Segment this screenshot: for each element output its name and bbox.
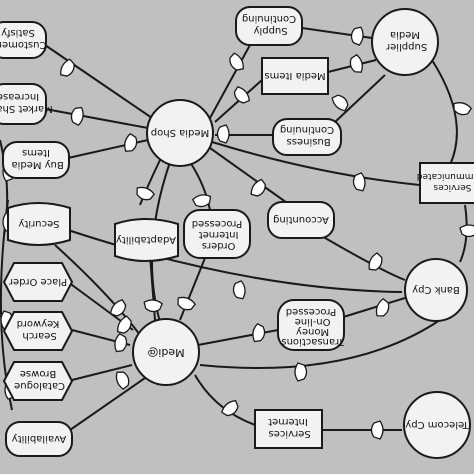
actor-media-shop-label: Media Shop (151, 127, 209, 138)
dep-marker (230, 84, 253, 107)
goal-money-transactions: Transactions Money On-line Processed (277, 299, 345, 351)
link-security-medi (54, 244, 141, 336)
link-mediashop-services (211, 141, 421, 186)
actor-bank-cpy: Bank Cpy (404, 258, 468, 322)
goal-adaptability-label: Adaptability (116, 234, 176, 245)
svg-text:Buy Media Items: Buy Media Items (8, 147, 64, 170)
goal-accounting-label: Accounting (273, 214, 329, 225)
actor-supplier-media: Supplier Media (371, 8, 439, 76)
task-browse-catalogue: Catalogue Browse (2, 361, 74, 401)
svg-text:Supply Continuing: Supply Continuing (242, 13, 296, 36)
svg-text:Orders Internet Pr: Orders Internet Processed (192, 218, 242, 251)
dep-marker (133, 184, 156, 203)
dep-marker (69, 105, 86, 127)
link-medi-money (197, 329, 279, 346)
actor-bank-cpy-label: Bank Cpy (412, 284, 460, 295)
link-availability-medi (69, 377, 146, 431)
resource-media-items-label: Media Items (264, 70, 325, 81)
resource-media-items: Media Items (261, 57, 329, 95)
svg-text:Market Share Increase: Market Share Increase (0, 91, 53, 114)
goal-availability: Availability (5, 421, 73, 457)
task-place-order-label: Place Order (8, 276, 67, 287)
goal-business-continuing: Business Continuing (272, 118, 342, 156)
dep-marker (216, 124, 230, 144)
svg-text:Services Internet: Services Internet (265, 416, 310, 439)
dep-marker (122, 132, 140, 155)
svg-text:Search Keyword: Search Keyword (17, 318, 60, 341)
actor-supplier-media-label: Supplier Media (383, 29, 427, 52)
dep-marker (174, 294, 197, 313)
dep-marker (142, 298, 164, 313)
dep-marker (352, 171, 367, 193)
goal-adaptability: Adaptability (114, 218, 179, 262)
actor-medi-label: Medi@ (147, 346, 184, 359)
svg-text:Transactions Money: Transactions Money On-line Processed (278, 306, 345, 347)
goal-satisfy-customers: Customers Satisfy (0, 21, 47, 59)
goal-security-label: Security (18, 218, 59, 229)
dep-marker (112, 332, 129, 354)
link-customers-mediashop (44, 44, 153, 119)
link-mediashop-orders (189, 161, 211, 211)
actor-medi: Medi@ (132, 318, 200, 386)
link-supplier-services (431, 59, 458, 166)
dep-marker (219, 397, 242, 420)
link-money-bank (339, 297, 406, 319)
link-medi-internet (194, 374, 256, 426)
task-search-keyword: Search Keyword (2, 311, 74, 351)
dep-marker (370, 420, 384, 440)
actor-telecom-cpy: Telecom Cpy (403, 391, 471, 459)
dep-marker (113, 368, 132, 391)
dep-marker (250, 322, 267, 344)
goal-availability-label: Availability (12, 433, 67, 444)
dep-marker (459, 224, 474, 238)
goal-orders-processed: Orders Internet Processed (183, 209, 251, 259)
actor-media-shop: Media Shop (146, 99, 214, 167)
link-supplier-business (334, 74, 386, 123)
dep-marker (373, 297, 392, 320)
goal-supply-continuing: Supply Continuing (235, 6, 303, 46)
actor-telecom-cpy-label: Telecom Cpy (405, 419, 469, 430)
link-medi-bank (199, 319, 441, 369)
dep-marker (232, 279, 247, 301)
link-orders-medi (179, 257, 206, 321)
link-accounting-bank (319, 234, 406, 281)
svg-text:Customers Satisfy: Customers Satisfy (0, 27, 46, 50)
goal-security: Security (7, 202, 71, 246)
link-mediashop-supply (209, 44, 251, 119)
dep-marker (294, 362, 308, 382)
svg-text:Business Continuing: Business Continuing (280, 124, 334, 147)
dep-marker (226, 51, 247, 74)
svg-text:Services Communicated: Services Communicated (417, 171, 474, 192)
link-mediashop-adaptability (139, 159, 161, 206)
dep-marker (347, 53, 365, 76)
link-mediashop-accounting (209, 147, 291, 206)
dep-marker (350, 25, 365, 47)
link-browse-medi (71, 364, 133, 381)
goal-buy-media-items: Buy Media Items (2, 141, 70, 179)
resource-internet-services: Services Internet (254, 409, 323, 449)
task-place-order: Place Order (2, 262, 74, 302)
dep-marker (57, 57, 78, 80)
resource-services-communicated: Services Communicated (417, 162, 474, 204)
goal-market-share-increase: Market Share Increase (0, 83, 53, 125)
goal-accounting: Accounting (267, 201, 335, 239)
link-marketshare-mediashop (39, 107, 149, 129)
svg-text:Catalogue Browse: Catalogue Browse (11, 368, 65, 391)
